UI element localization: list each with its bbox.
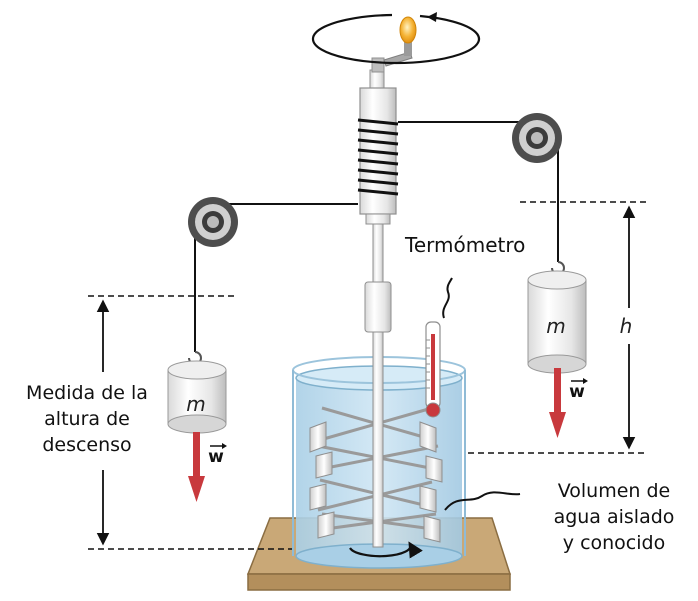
paddle-blades: [309, 421, 443, 543]
descent-height-line-2: altura de: [44, 408, 130, 430]
left-weight-label: w: [208, 447, 224, 467]
thermometer: [425, 277, 453, 418]
descent-height-label: Medida de la altura de descenso: [14, 380, 160, 458]
water-volume-line-3: y conocido: [562, 532, 666, 554]
left-mass: m: [167, 351, 227, 434]
crank-handle: [371, 40, 413, 73]
water-volume-label: Volumen de agua aislado y conocido: [530, 478, 698, 556]
top-rotation-arrow-icon: [311, 12, 481, 65]
right-pulley: [512, 113, 562, 163]
bottom-rotation-arrow-icon: [349, 541, 423, 559]
descent-height-line-1: Medida de la: [26, 382, 148, 404]
left-mass-label: m: [186, 392, 205, 416]
right-weight-arrow: w: [549, 368, 588, 438]
descent-height-line-3: descenso: [42, 434, 132, 456]
right-mass-label: m: [546, 314, 565, 338]
winding-drum: [357, 69, 399, 225]
right-mass: m: [527, 261, 587, 374]
left-weight-arrow: w: [188, 432, 227, 502]
water-callout-line: [444, 491, 521, 511]
thermometer-label: Termómetro: [405, 233, 526, 257]
height-label: h: [620, 314, 633, 338]
left-pulley: [188, 197, 238, 247]
water-volume-line-2: agua aislado: [553, 506, 675, 528]
right-weight-label: w: [569, 382, 585, 402]
right-height-measure: h: [468, 201, 648, 454]
water-volume-line-1: Volumen de: [557, 480, 671, 502]
left-height-measure: [88, 295, 292, 550]
strings: [194, 121, 559, 352]
light-bulb-icon: [399, 16, 417, 44]
